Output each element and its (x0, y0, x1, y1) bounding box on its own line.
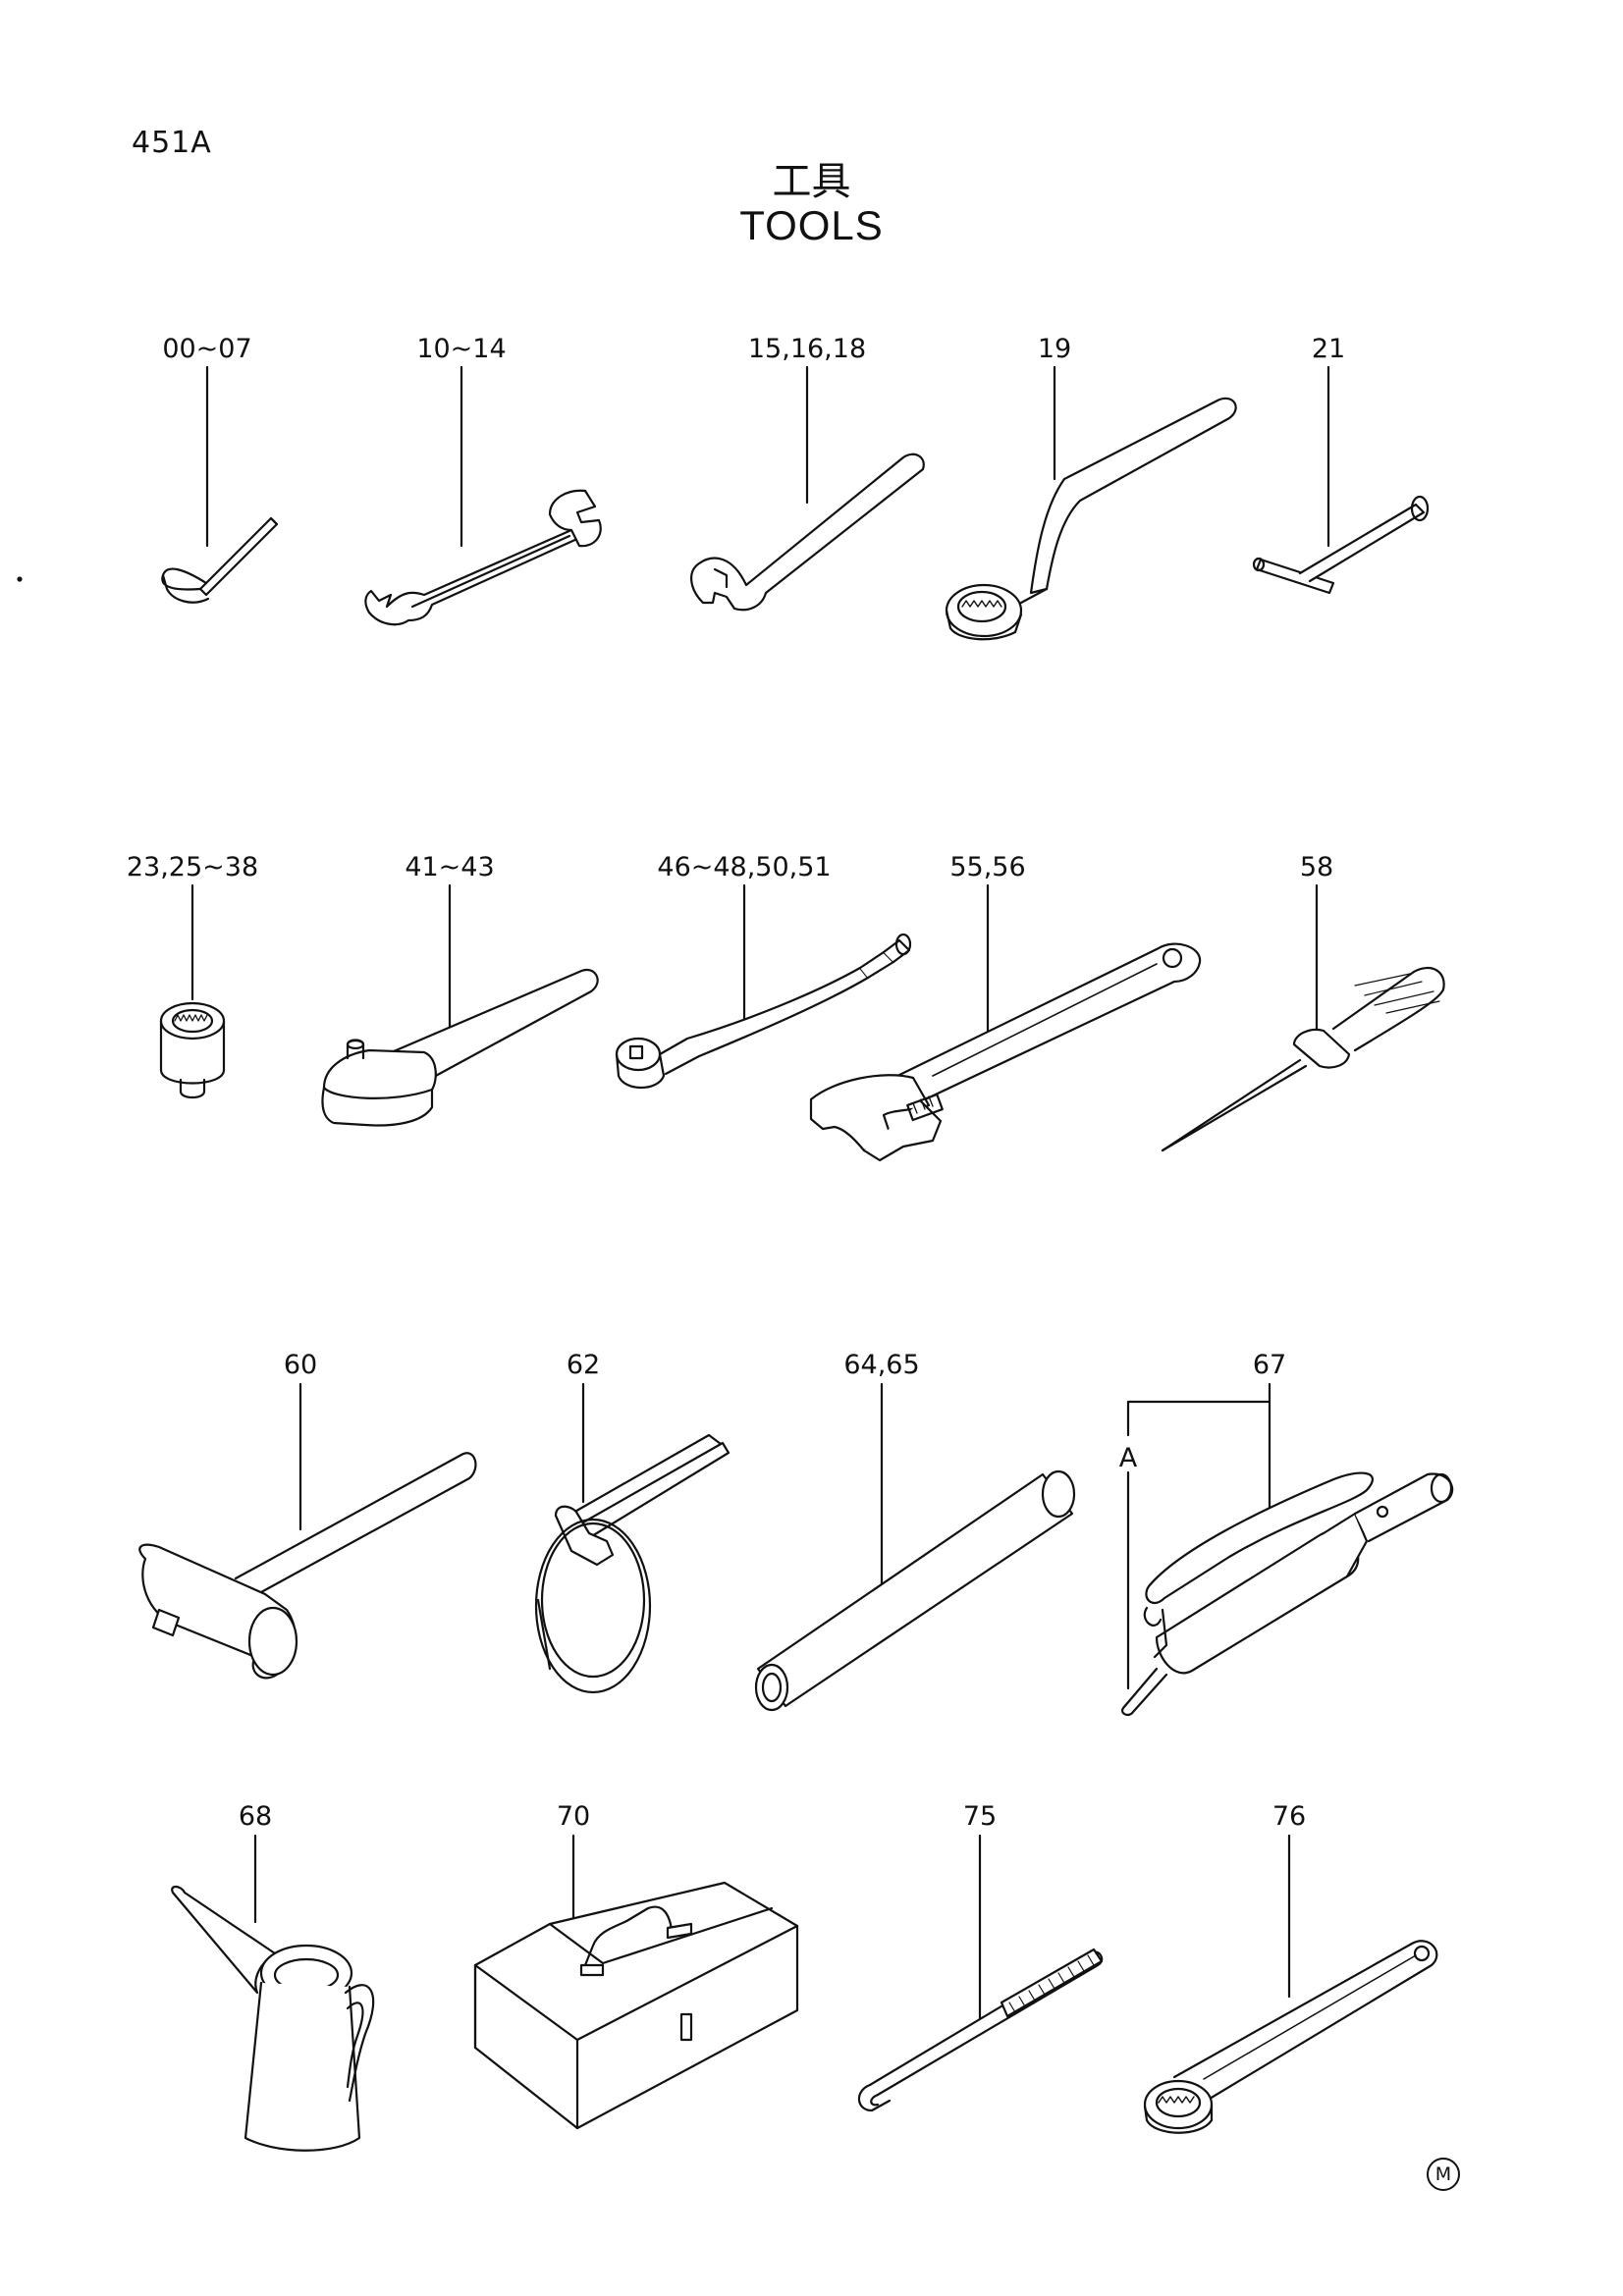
callout-label-socket: 23,25~38 (126, 852, 259, 882)
leader-lines (192, 367, 1328, 2026)
callout-label-ring-wrench: 76 (1271, 1801, 1307, 1832)
oil-can-icon (172, 1887, 373, 2151)
hammer-icon (139, 1453, 475, 1678)
ring-wrench-icon (947, 399, 1236, 639)
callout-label-grease-gun: 67 (1252, 1350, 1287, 1380)
callout-label-extension-bar: 46~48,50,51 (657, 852, 832, 882)
hex-key-icon (162, 518, 277, 603)
open-end-wrench-icon (691, 454, 924, 610)
pipe-icon (756, 1471, 1074, 1710)
grease-gun-detail-label: A (1118, 1443, 1138, 1473)
socket-icon (161, 1003, 224, 1097)
extension-bar-icon (617, 934, 910, 1088)
page-id: 451A (132, 126, 212, 160)
open-end-wrench-icon (365, 491, 600, 624)
callout-label-filter-wrench: 62 (566, 1350, 601, 1380)
callout-label-open-wrench-single: 15,16,18 (747, 334, 867, 364)
grease-gun-icon (1122, 1473, 1452, 1715)
t-wrench-icon (1254, 497, 1428, 593)
ring-wrench-icon (1145, 1941, 1436, 2132)
callout-label-pipe: 64,65 (843, 1350, 920, 1380)
callout-label-oil-can: 68 (238, 1801, 273, 1832)
callout-label-offset-ring-wrench: 19 (1037, 334, 1072, 364)
ratchet-icon (322, 970, 597, 1125)
adjustable-wrench-icon (811, 944, 1200, 1160)
tool-box-icon (475, 1883, 797, 2128)
hook-rod-icon (859, 1949, 1102, 2110)
callout-label-screwdriver: 58 (1299, 852, 1334, 882)
callout-label-tool-box: 70 (556, 1801, 591, 1832)
manufacturer-mark: M (1427, 2158, 1460, 2191)
callout-label-adjustable-wrench: 55,56 (949, 852, 1026, 882)
page-title: TOOLS (739, 202, 884, 248)
filter-wrench-icon (536, 1435, 729, 1692)
callout-label-hammer: 60 (283, 1350, 318, 1380)
callout-label-hex-key: 00~07 (162, 334, 252, 364)
callout-label-t-socket-wrench: 21 (1311, 334, 1346, 364)
callout-label-ratchet-handle: 41~43 (405, 852, 495, 882)
callout-label-open-wrench-double: 10~14 (416, 334, 507, 364)
screwdriver-icon (1163, 968, 1444, 1150)
page-title-japanese: 工具 (772, 159, 851, 204)
callout-label-hook-rod: 75 (962, 1801, 998, 1832)
